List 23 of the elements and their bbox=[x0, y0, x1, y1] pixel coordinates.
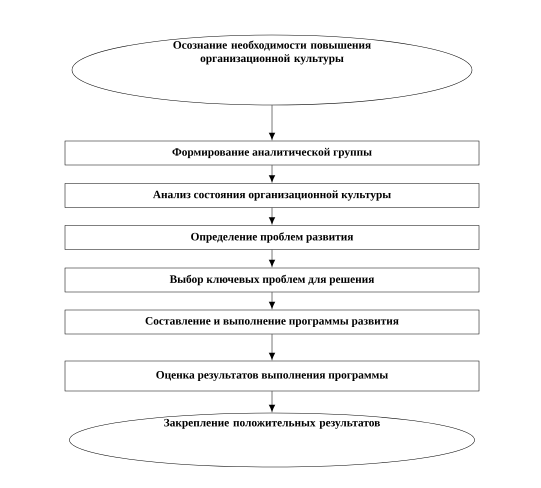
ellipse-node bbox=[72, 34, 472, 106]
node-label: Составление и выполнение программы развития bbox=[146, 317, 399, 327]
arrow bbox=[268, 165, 276, 182]
node-label: Определение проблем развития bbox=[191, 232, 354, 243]
node-label: Формирование аналитической группы bbox=[172, 148, 372, 158]
node-label: Закрепление положительных результатов bbox=[164, 418, 380, 429]
process-box bbox=[64, 310, 480, 334]
process-box bbox=[64, 183, 480, 208]
process-box bbox=[64, 225, 480, 250]
arrow bbox=[268, 208, 276, 224]
node-label: Выбор ключевых проблем для решения bbox=[170, 274, 374, 286]
arrow bbox=[268, 105, 276, 140]
arrow bbox=[268, 334, 276, 360]
node-label: Анализ состояния организационной культуры bbox=[152, 190, 391, 201]
process-box bbox=[64, 360, 480, 392]
process-box bbox=[64, 140, 480, 166]
process-box bbox=[64, 268, 480, 292]
node-label: Оценка результатов выполнения программы bbox=[156, 371, 388, 381]
arrow bbox=[268, 250, 276, 267]
arrow bbox=[268, 391, 276, 412]
ellipse-node bbox=[69, 412, 475, 468]
node-label: Осознание необходимости повышения организационной культуры bbox=[173, 40, 371, 64]
arrow bbox=[268, 292, 276, 309]
